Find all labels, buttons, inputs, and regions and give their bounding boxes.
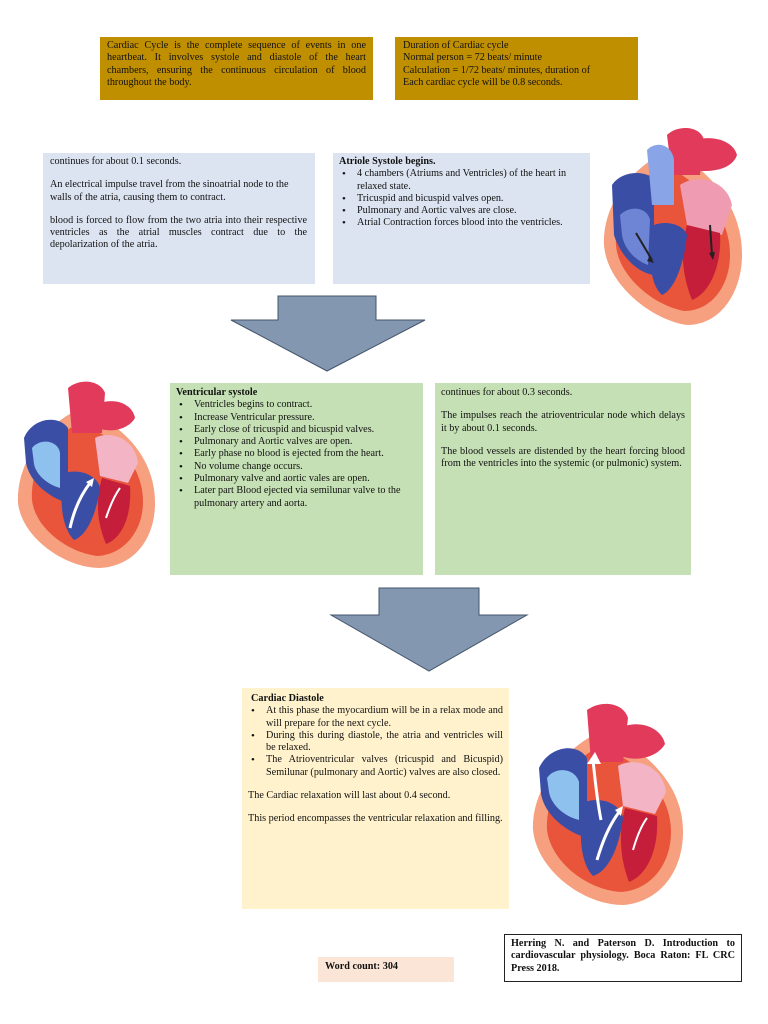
diastole-box: Cardiac Diastole At this phase the myoca… xyxy=(242,688,509,909)
ventricular-paragraph: The blood vessels are distended by the h… xyxy=(441,445,685,470)
duration-line: Duration of Cardiac cycle xyxy=(403,40,509,51)
definition-box: Cardiac Cycle is the complete sequence o… xyxy=(100,37,373,100)
ventricular-paragraph: The impulses reach the atrioventricular … xyxy=(441,410,685,434)
list-item: Increase Ventricular pressure. xyxy=(179,412,417,425)
ventricular-details-box: continues for about 0.3 seconds. The imp… xyxy=(435,383,691,575)
flow-arrow-down xyxy=(329,587,529,672)
definition-text: Cardiac Cycle is the complete sequence o… xyxy=(107,40,366,88)
reference-box: Herring N. and Paterson D. Introduction … xyxy=(504,934,742,982)
duration-line: Normal person = 72 beats/ minute xyxy=(403,52,543,64)
diastole-title: Cardiac Diastole xyxy=(251,693,324,704)
diastole-paragraph: This period encompasses the ventricular … xyxy=(248,813,503,825)
ventricular-systole-list: Ventricles begins to contract. Increase … xyxy=(176,399,417,510)
ventricular-paragraph: continues for about 0.3 seconds. xyxy=(441,387,573,398)
list-item: Tricuspid and bicuspid valves open. xyxy=(342,193,584,206)
list-item: Pulmonary valve and aortic vales are ope… xyxy=(179,473,417,486)
word-count-box: Word count: 304 xyxy=(318,957,454,982)
duration-box: Duration of Cardiac cycle Normal person … xyxy=(395,37,638,100)
list-item: Pulmonary and Aortic valves are close. xyxy=(342,205,584,218)
atrial-paragraph: continues for about 0.1 seconds. xyxy=(50,156,182,167)
heart-illustration xyxy=(603,128,742,325)
list-item: During this during diastole, the atria a… xyxy=(251,730,503,755)
duration-line: Calculation = 1/72 beats/ minutes, durat… xyxy=(403,64,591,76)
list-item: Early close of tricuspid and bicuspid va… xyxy=(179,424,417,437)
list-item: No volume change occurs. xyxy=(179,461,417,474)
list-item: Later part Blood ejected via semilunar v… xyxy=(179,485,417,510)
heart-illustration xyxy=(17,381,156,568)
reference-text: Herring N. and Paterson D. Introduction … xyxy=(511,938,735,974)
list-item: 4 chambers (Atriums and Ventricles) of t… xyxy=(342,168,584,193)
diastole-list: At this phase the myocardium will be in … xyxy=(248,705,503,779)
atrial-paragraph: blood is forced to flow from the two atr… xyxy=(50,214,307,251)
ventricular-systole-box: Ventricular systole Ventricles begins to… xyxy=(170,383,423,575)
list-item: The Atrioventricular valves (tricuspid a… xyxy=(251,754,503,779)
word-count-text: Word count: 304 xyxy=(325,961,399,972)
atrial-systole-title: Atriole Systole begins. xyxy=(339,156,436,167)
list-item: Early phase no blood is ejected from the… xyxy=(179,448,417,461)
list-item: Pulmonary and Aortic valves are open. xyxy=(179,436,417,449)
atrial-systole-box: Atriole Systole begins. 4 chambers (Atri… xyxy=(333,153,590,284)
duration-line: Each cardiac cycle will be 0.8 seconds. xyxy=(403,76,563,88)
ventricular-systole-title: Ventricular systole xyxy=(176,387,258,398)
atrial-systole-list: 4 chambers (Atriums and Ventricles) of t… xyxy=(339,168,584,230)
atrial-details-box: continues for about 0.1 seconds. An elec… xyxy=(43,153,315,284)
atrial-paragraph: An electrical impulse travel from the si… xyxy=(50,179,289,203)
heart-illustration xyxy=(532,703,683,905)
diastole-paragraph: The Cardiac relaxation will last about 0… xyxy=(248,790,451,802)
list-item: Atrial Contraction forces blood into the… xyxy=(342,217,584,230)
list-item: Ventricles begins to contract. xyxy=(179,399,417,412)
list-item: At this phase the myocardium will be in … xyxy=(251,705,503,730)
flow-arrow-down xyxy=(230,295,426,372)
